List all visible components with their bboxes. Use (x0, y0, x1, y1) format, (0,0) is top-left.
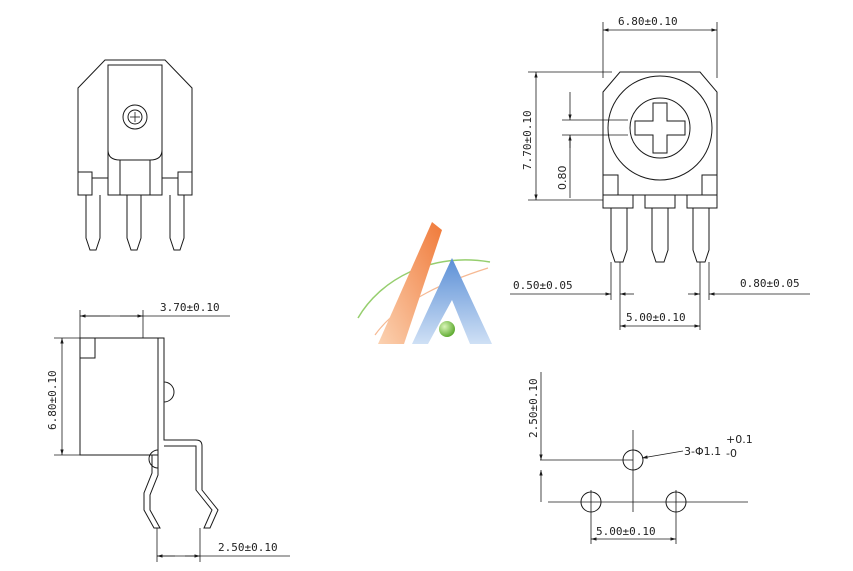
dim-footprint-spacing: 5.00±0.10 (596, 525, 656, 538)
dim-side-depth: 3.70±0.10 (160, 301, 220, 314)
dim-side-height: 6.80±0.10 (46, 370, 59, 430)
dim-footprint-tol-minus: -0 (726, 447, 737, 460)
dim-pin-left: 0.50±0.05 (513, 279, 573, 292)
pcb-footprint: 2.50±0.10 3-Φ1.1 +0.1 -0 5.00±0.10 (527, 372, 753, 544)
side-view: 3.70±0.10 6.80±0.10 2.50±0.10 (46, 301, 290, 562)
dim-top-width: 6.80±0.10 (618, 15, 678, 28)
dim-pin-spacing: 5.00±0.10 (626, 311, 686, 324)
dim-pin-right: 0.80±0.05 (740, 277, 800, 290)
dim-footprint-hole: 3-Φ1.1 (684, 445, 721, 458)
dim-front-height: 7.70±0.10 (521, 110, 534, 170)
dim-front-offset: 0.80 (556, 166, 569, 191)
dim-footprint-vertical: 2.50±0.10 (527, 378, 540, 438)
brand-logo (357, 222, 492, 344)
dim-footprint-tol-plus: +0.1 (726, 433, 753, 446)
front-view: 6.80±0.10 7.70±0.10 0.80 0.50±0.05 0.80±… (510, 15, 810, 330)
dim-side-pin: 2.50±0.10 (218, 541, 278, 554)
rear-view (77, 59, 193, 251)
